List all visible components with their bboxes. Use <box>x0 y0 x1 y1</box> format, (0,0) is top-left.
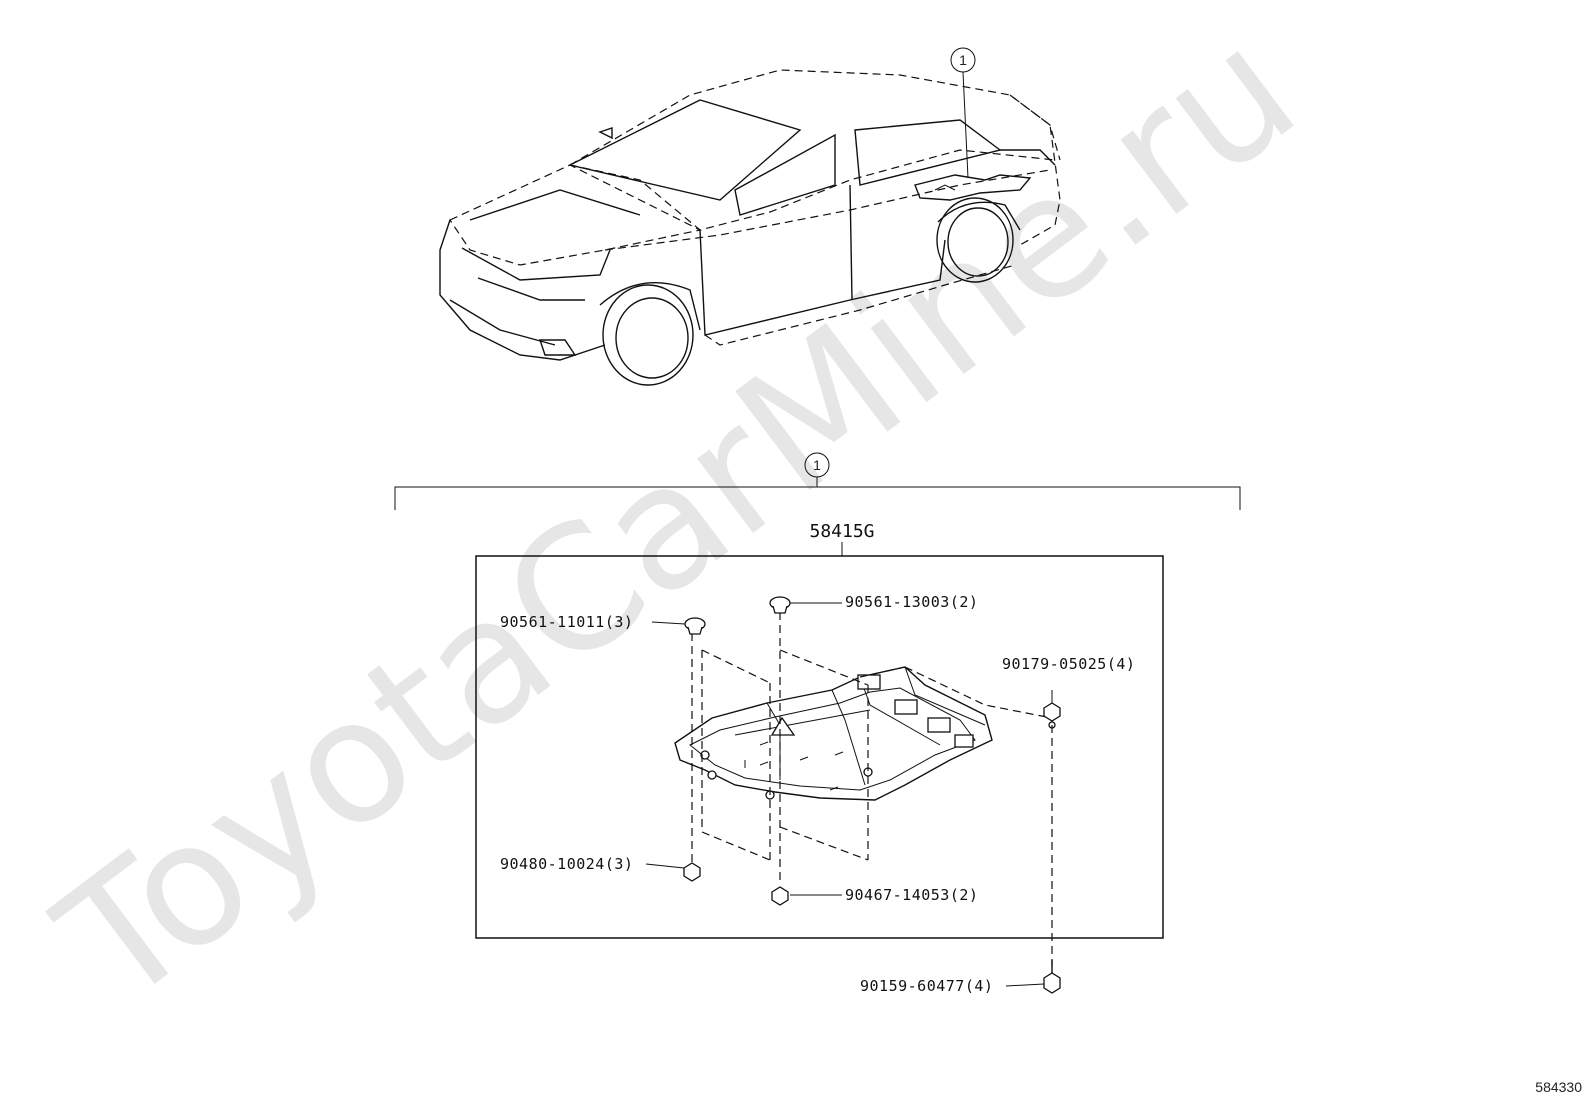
part-label-90561-13003[interactable]: 90561-13003(2) <box>790 593 978 611</box>
part-qty: (4) <box>965 977 994 995</box>
assembly-part-code: 58415G <box>809 521 874 542</box>
svg-text:90467-14053(2): 90467-14053(2) <box>845 886 978 904</box>
callout-marker-top: 1 <box>950 47 976 73</box>
svg-text:90179-05025(4): 90179-05025(4) <box>1002 655 1135 673</box>
part-label-90179-05025[interactable]: 90179-05025(4) <box>1002 655 1135 673</box>
svg-text:90561-13003(2): 90561-13003(2) <box>845 593 978 611</box>
part-number[interactable]: 90467-14053 <box>845 886 950 904</box>
engine-under-cover <box>674 666 1056 801</box>
fastener-nut-90179-05025 <box>1043 690 1061 722</box>
part-number[interactable]: 90179-05025 <box>1002 655 1107 673</box>
svg-text:90561-11011(3): 90561-11011(3) <box>500 613 633 631</box>
part-label-90467-14053[interactable]: 90467-14053(2) <box>790 886 978 904</box>
svg-text:90159-60477(4): 90159-60477(4) <box>860 977 993 995</box>
svg-text:90480-10024(3): 90480-10024(3) <box>500 855 633 873</box>
fastener-bolt-90159-60477 <box>1043 960 1061 994</box>
assembly-frame <box>475 555 1164 939</box>
car-illustration <box>439 69 1061 386</box>
part-label-90480-10024[interactable]: 90480-10024(3) <box>500 855 685 873</box>
part-qty: (2) <box>950 886 979 904</box>
part-qty: (4) <box>1107 655 1136 673</box>
callout-number-top: 1 <box>959 52 967 68</box>
part-qty: (2) <box>950 593 979 611</box>
part-number[interactable]: 90561-13003 <box>845 593 950 611</box>
part-label-90159-60477[interactable]: 90159-60477(4) <box>860 977 1045 995</box>
callout-number-section: 1 <box>813 457 821 473</box>
part-number[interactable]: 90480-10024 <box>500 855 605 873</box>
assembly-guide-lines <box>691 612 1053 975</box>
fastener-nut-90467-14053 <box>771 886 789 906</box>
part-number[interactable]: 90159-60477 <box>860 977 965 995</box>
part-qty: (3) <box>605 855 634 873</box>
fastener-clip-90561-13003 <box>769 596 791 614</box>
part-label-90561-11011[interactable]: 90561-11011(3) <box>500 613 686 631</box>
part-number[interactable]: 90561-11011 <box>500 613 605 631</box>
watermark: ToyotaCarMine.ru <box>25 0 1331 1043</box>
figure-number: 584330 <box>1535 1079 1582 1095</box>
fastener-nut-90480-10024 <box>683 862 701 882</box>
assembly-bracket: 1 <box>394 452 1241 510</box>
part-qty: (3) <box>605 613 634 631</box>
